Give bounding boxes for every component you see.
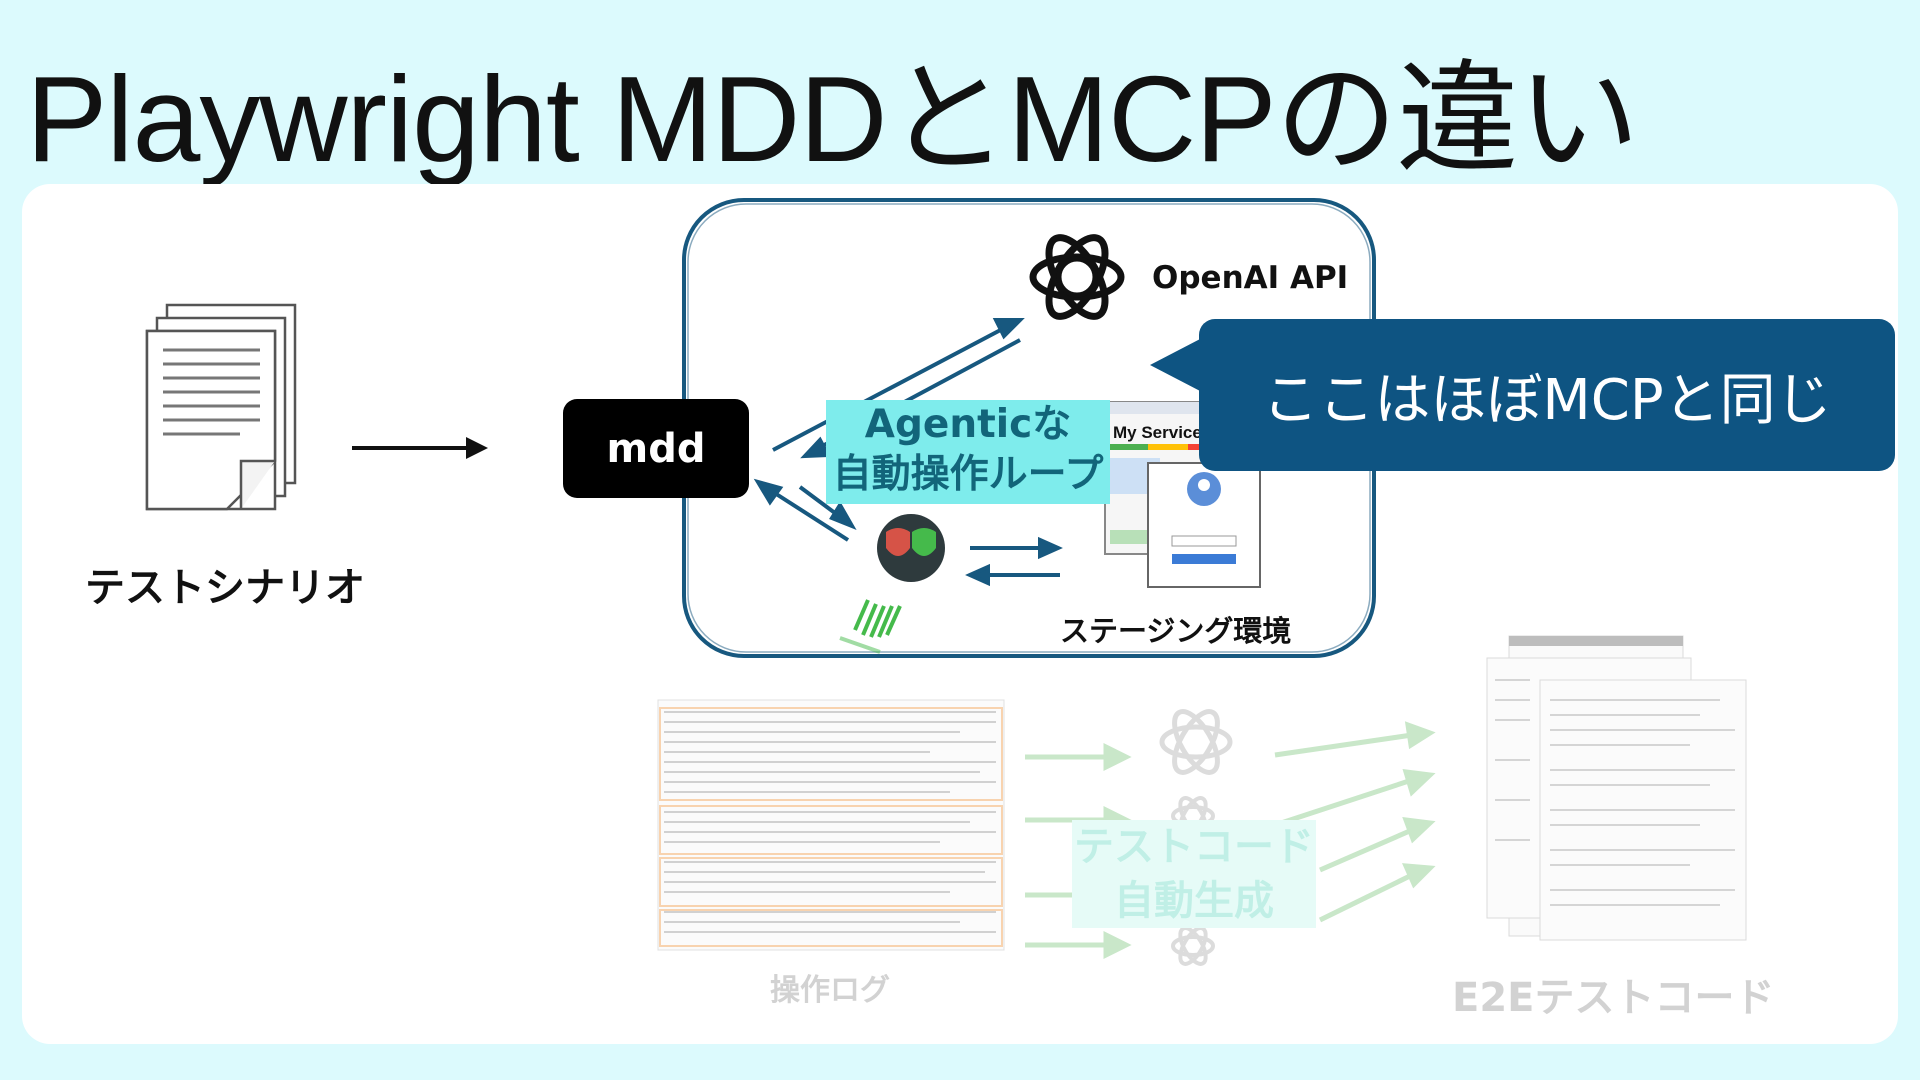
autogen-line-1: テストコード	[1074, 824, 1314, 870]
mcp-callout: ここはほぼMCPと同じ	[1199, 319, 1895, 471]
e2e-code-documents	[1486, 635, 1747, 941]
callout-tail	[1150, 338, 1202, 392]
openai-logo-icon	[1029, 234, 1125, 320]
my-service-label: My Service	[1113, 423, 1202, 442]
e2e-code-label: E2Eテストコード	[1452, 975, 1775, 1021]
document-stack-icon	[145, 303, 297, 511]
mdd-box: mdd	[563, 399, 749, 498]
agentic-loop-label: Agenticな 自動操作ループ	[826, 400, 1110, 504]
agentic-line-2: 自動操作ループ	[832, 452, 1104, 497]
autogen-line-2: 自動生成	[1114, 878, 1274, 924]
slide-title: Playwright MDDとMCPの違い	[26, 51, 1640, 187]
scenario-label: テストシナリオ	[85, 565, 365, 611]
autogen-label: テストコード 自動生成	[1072, 820, 1316, 928]
staging-label: ステージング環境	[1060, 614, 1292, 648]
operation-log-panel	[657, 699, 1005, 951]
playwright-logo-icon	[877, 514, 945, 582]
autogen-arrows	[1025, 721, 1436, 960]
openai-api-label: OpenAI API	[1152, 260, 1349, 296]
scenario-to-mdd-arrow	[352, 437, 488, 459]
agentic-line-1: Agenticな	[864, 402, 1072, 447]
operation-log-label: 操作ログ	[770, 973, 890, 1008]
